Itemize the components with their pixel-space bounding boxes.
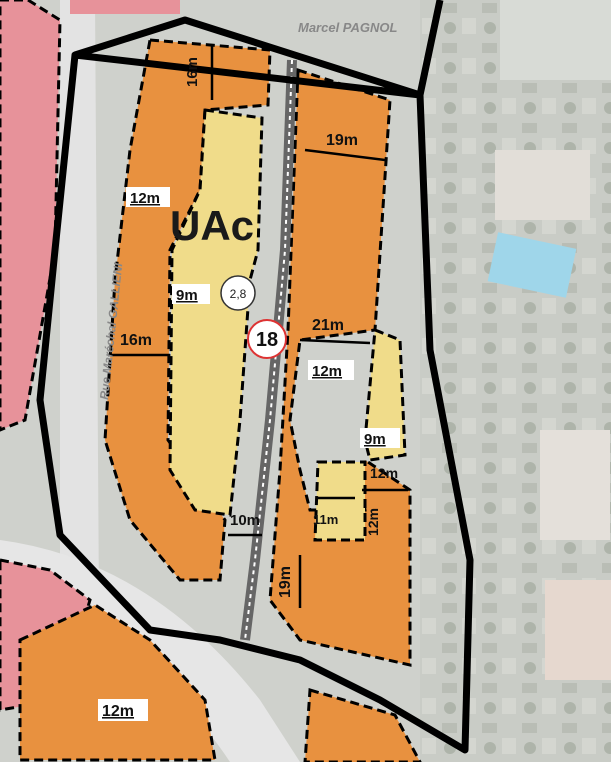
orange-zone-bottom xyxy=(18,603,217,762)
zone-name: UAc xyxy=(170,202,254,249)
orange-zone-left-block xyxy=(103,38,272,582)
label-bg xyxy=(360,428,400,448)
dim-11m: 11m xyxy=(313,512,338,527)
dim-12m-mid: 12m xyxy=(312,363,342,380)
red-strip-top xyxy=(70,0,180,14)
yellow-zone-small xyxy=(313,460,367,542)
dim-12m-left: 12m xyxy=(130,190,160,207)
height-value: 18 xyxy=(256,329,278,351)
dim-16m-top: 16m xyxy=(184,57,201,87)
building xyxy=(545,580,611,680)
dim-19m-top: 19m xyxy=(326,132,358,149)
building xyxy=(495,150,590,220)
orange-zone-right-block xyxy=(268,67,412,667)
dim-10m: 10m xyxy=(230,512,260,529)
building xyxy=(540,430,610,540)
dimension-arrows xyxy=(108,45,408,608)
dim-12m-bottom: 12m xyxy=(102,703,134,720)
label-bg xyxy=(98,699,148,721)
street-label-top: Marcel PAGNOL xyxy=(298,20,398,35)
label-bg xyxy=(126,187,170,207)
building xyxy=(500,0,611,80)
label-bg xyxy=(308,360,354,380)
dim-12m-vertical: 12m xyxy=(365,508,381,536)
dim-9m-right: 9m xyxy=(364,431,386,448)
dim-19m-vertical: 19m xyxy=(277,566,294,598)
yellow-zone-left xyxy=(168,108,264,517)
dim-9m-left: 9m xyxy=(176,287,198,304)
density-value: 2,8 xyxy=(230,287,247,301)
dim-21m: 21m xyxy=(312,317,344,334)
yellow-zone-right xyxy=(363,327,407,462)
height-circle xyxy=(247,319,287,359)
dim-16m-left: 16m xyxy=(120,332,152,349)
swimming-pool xyxy=(487,232,577,298)
dim-12m-small: 12m xyxy=(370,465,398,481)
label-bg xyxy=(172,284,210,304)
tram-line-ticks xyxy=(244,59,293,641)
zone-boundary xyxy=(36,0,474,754)
density-circle xyxy=(220,275,256,311)
orange-zone-bottom-right xyxy=(303,688,422,762)
